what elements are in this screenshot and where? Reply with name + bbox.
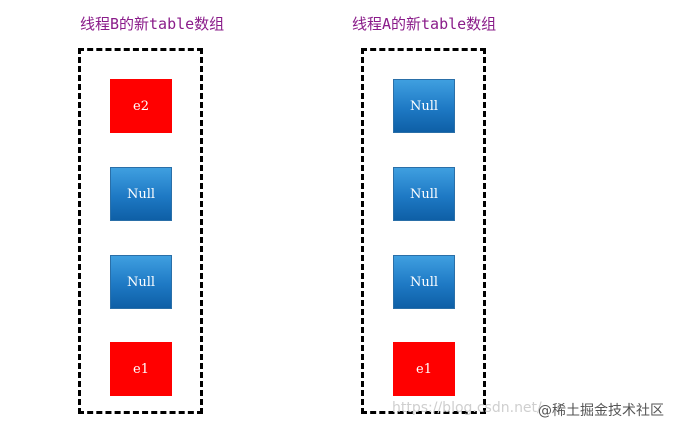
table-a-cell-3: e1 (393, 342, 455, 396)
table-b-cell-0: e2 (110, 79, 172, 133)
table-a-cell-2: Null (393, 255, 455, 309)
table-a-cell-1: Null (393, 167, 455, 221)
watermark-url: https://blog.csdn.net/ (392, 400, 542, 416)
table-b-cell-2: Null (110, 255, 172, 309)
table-b-cell-3: e1 (110, 342, 172, 396)
table-b-title: 线程B的新table数组 (80, 15, 225, 33)
table-a-frame (361, 48, 486, 414)
table-a-cell-0: Null (393, 79, 455, 133)
watermark-brand: @稀土掘金技术社区 (538, 403, 664, 419)
table-b-cell-1: Null (110, 167, 172, 221)
table-b-frame (78, 48, 203, 414)
table-a-title: 线程A的新table数组 (352, 15, 497, 33)
